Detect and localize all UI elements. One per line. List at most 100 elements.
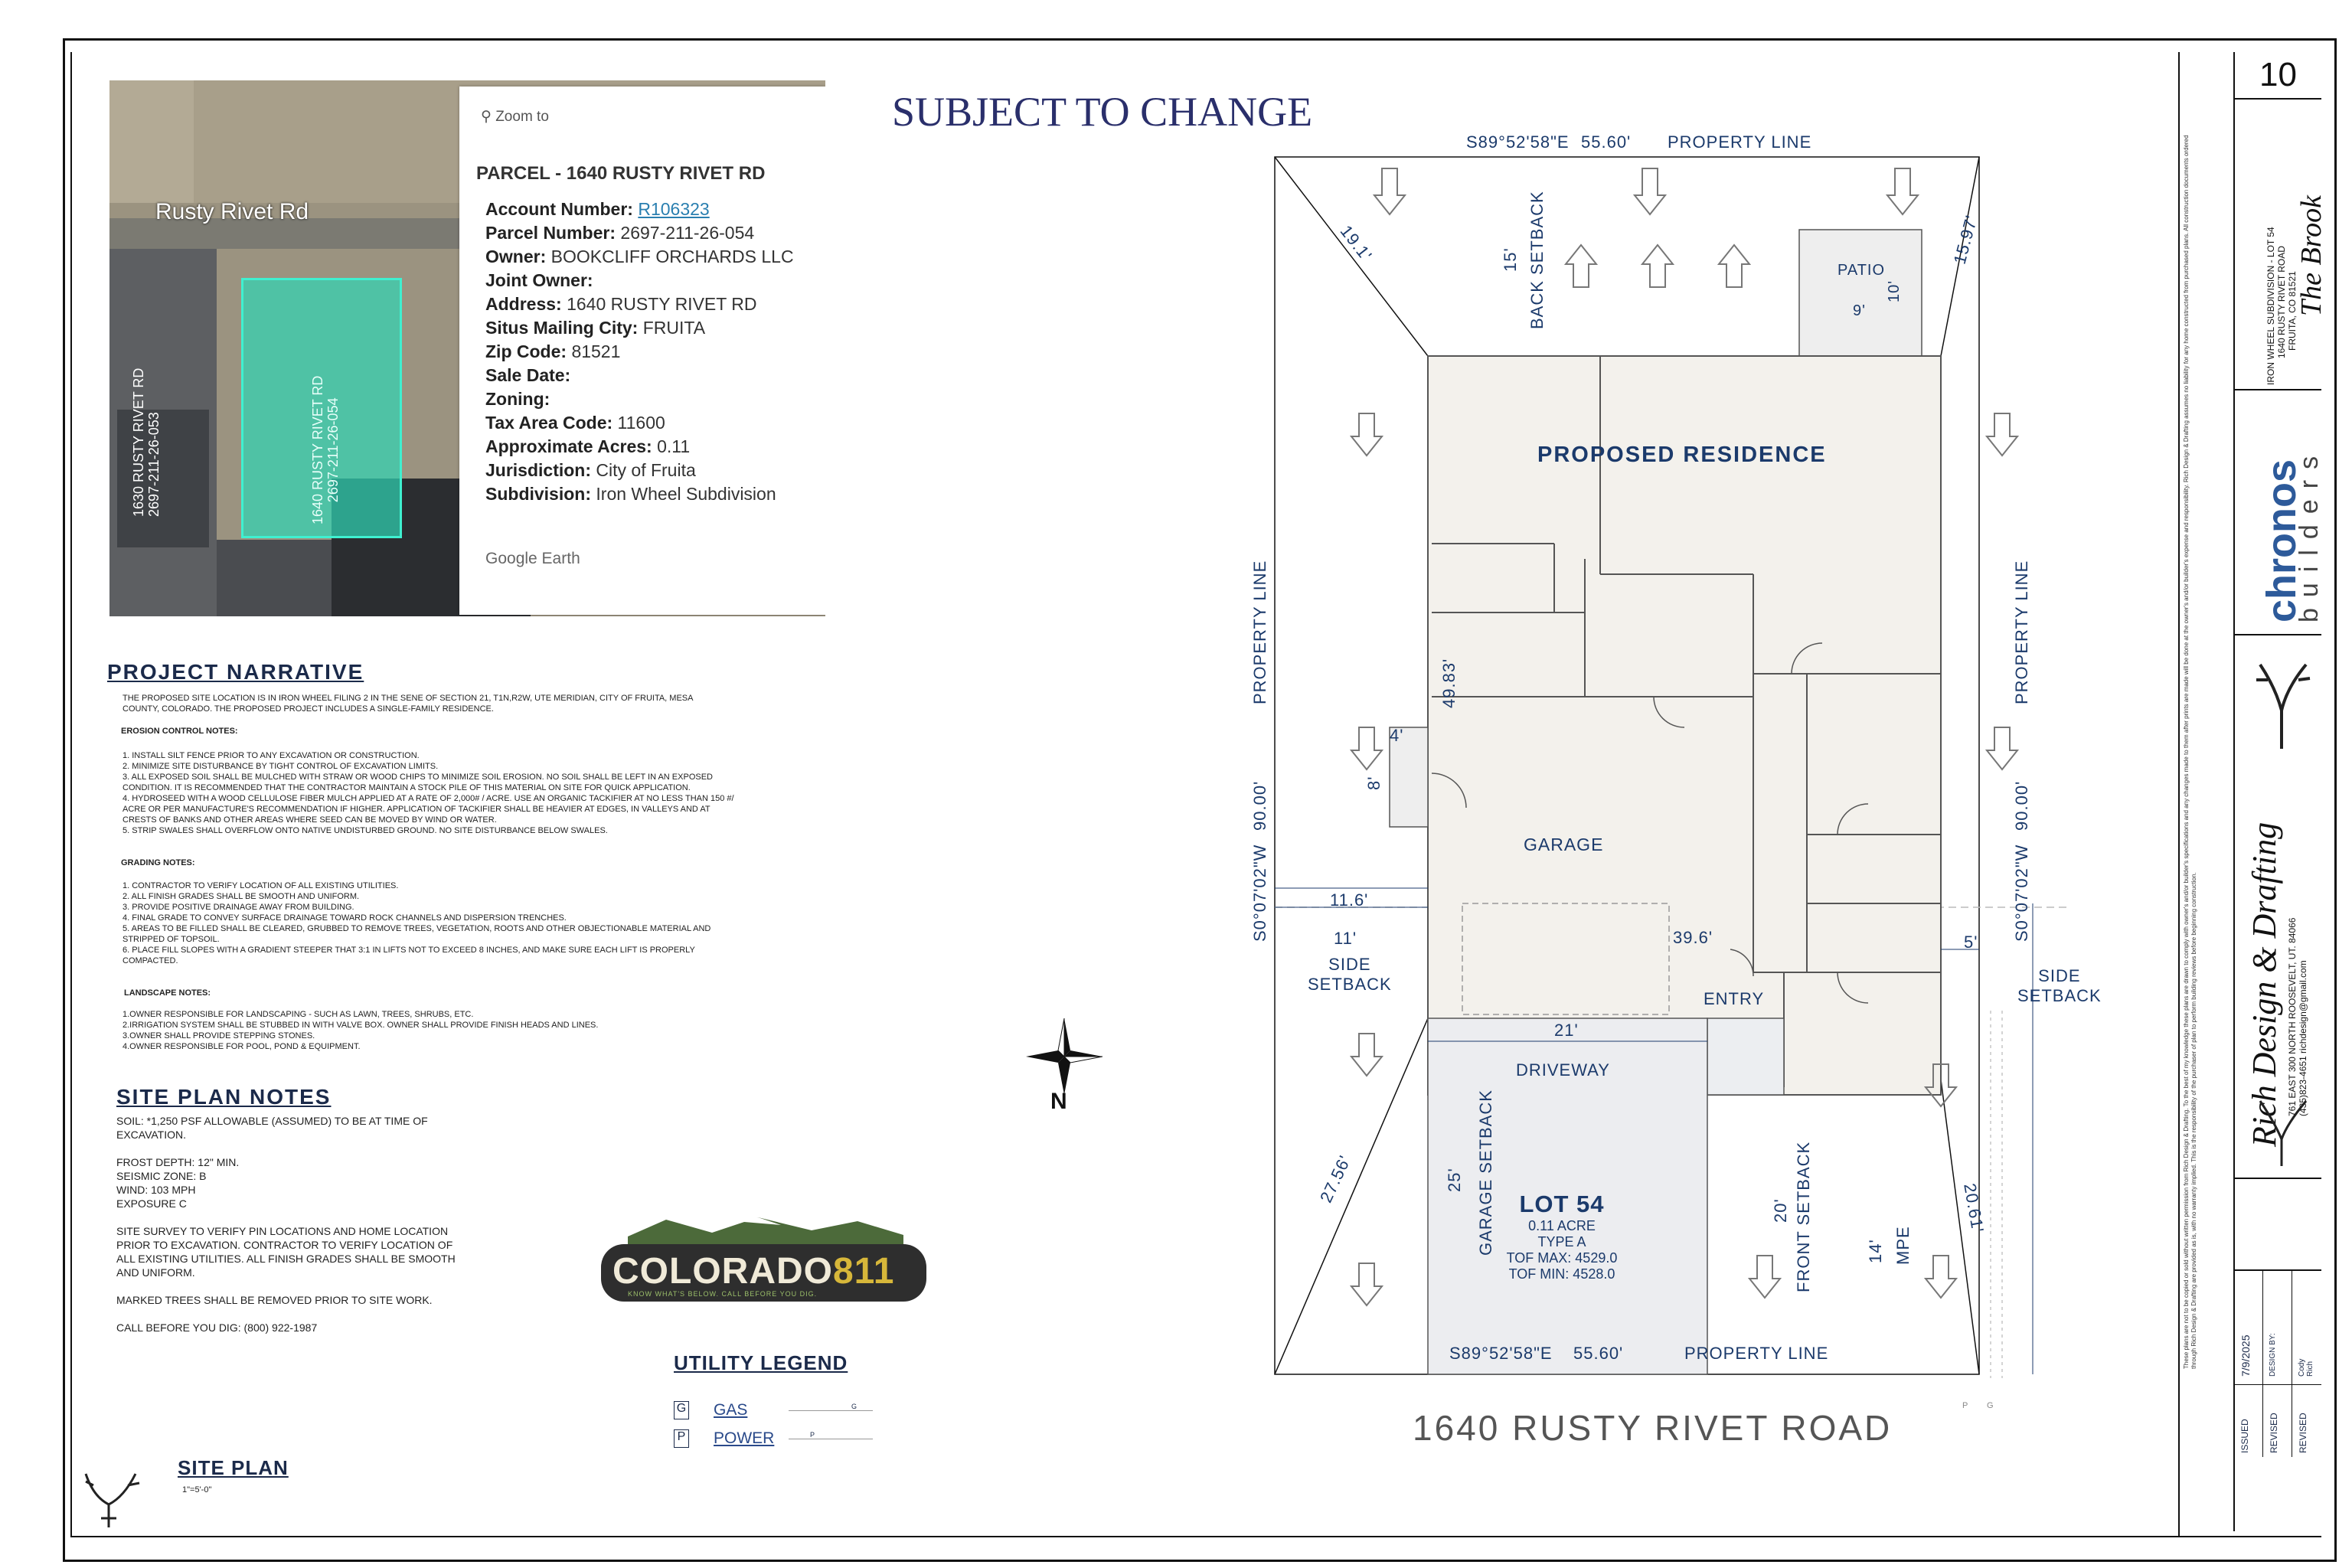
popup-row-key: Sale Date: <box>485 365 571 385</box>
subject-to-change: SUBJECT TO CHANGE <box>892 89 1313 135</box>
north-label: N <box>1050 1089 1067 1114</box>
neighbor-number-label: 2697-211-26-053 <box>146 412 162 517</box>
title-block-divider-2 <box>2233 389 2321 390</box>
zoom-to-link[interactable]: ⚲ Zoom to <box>481 108 549 126</box>
dim-21: 21' <box>1554 1021 1579 1040</box>
mpe-label: MPE <box>1893 1226 1913 1265</box>
project-city: FRUITA, CO 81521 <box>2287 271 2298 351</box>
driveway-label: DRIVEWAY <box>1516 1060 1610 1080</box>
popup-row-key: Jurisdiction: <box>485 460 592 480</box>
popup-row: Subdivision: Iron Wheel Subdivision <box>485 482 822 506</box>
dim-14: 14' <box>1866 1239 1885 1263</box>
rich-elk-bottom-icon <box>2259 1100 2308 1166</box>
popup-row: Zoning: <box>485 387 822 411</box>
popup-row-key: Tax Area Code: <box>485 413 613 433</box>
site-notes-body: SOIL: *1,250 PSF ALLOWABLE (ASSUMED) TO … <box>116 1115 456 1334</box>
sheet-border <box>63 38 2337 1562</box>
road-label: Rusty Rivet Rd <box>155 199 309 224</box>
lot-type: TYPE A <box>1537 1234 1586 1250</box>
back-setback-dim: 15' <box>1501 247 1520 272</box>
power-line-label: P <box>810 1431 815 1439</box>
dim-11: 11' <box>1334 929 1357 948</box>
left-property-line: PROPERTY LINE <box>1250 560 1269 704</box>
gas-line <box>789 1410 873 1411</box>
scale-label: 1"=5'-0" <box>182 1485 212 1494</box>
lot-acre: 0.11 ACRE <box>1528 1218 1596 1233</box>
popup-row: Jurisdiction: City of Fruita <box>485 459 822 482</box>
popup-row-value: FRUITA <box>642 318 706 338</box>
rich-elk-icon <box>2256 663 2311 749</box>
sheet-number-box: 10 <box>2233 52 2321 100</box>
bottom-bearing: S89°52'58"E <box>1449 1344 1553 1363</box>
popup-row-value: City of Fruita <box>596 460 696 480</box>
colorado-text: COLORADO <box>612 1251 833 1292</box>
landscape-notes: 1.OWNER RESPONSIBLE FOR LANDSCAPING - SU… <box>122 1010 599 1051</box>
popup-row-value: 0.11 <box>657 436 691 456</box>
neighbor-label: 1630 RUSTY RIVET RD 2697-211-26-053 <box>131 368 162 517</box>
title-block-divider-5 <box>2233 1269 2321 1271</box>
popup-row-key: Situs Mailing City: <box>485 318 639 338</box>
utility-gas-row: G GAS G <box>674 1401 873 1421</box>
title-block: 10 These plans are not to be copied or s… <box>2178 52 2328 1537</box>
top-bearing: S89°52'58"E <box>1466 132 1570 152</box>
popup-row-value: 1640 RUSTY RIVET RD <box>567 294 757 314</box>
left-length: 90.00' <box>1250 780 1269 831</box>
title-block-divider-1 <box>2233 100 2323 1531</box>
popup-row-key: Parcel Number: <box>485 223 616 243</box>
utility-legend-title: UTILITY LEGEND <box>674 1351 848 1374</box>
popup-row: Tax Area Code: 11600 <box>485 411 822 435</box>
garage-label: GARAGE <box>1524 835 1604 854</box>
popup-row: Zip Code: 81521 <box>485 340 822 364</box>
left-bearing: S0°07'02"W <box>1250 844 1269 942</box>
popup-row-key: Approximate Acres: <box>485 436 652 456</box>
parcel-address-label: 1640 RUSTY RIVET RD <box>310 375 325 524</box>
proposed-residence-label: PROPOSED RESIDENCE <box>1537 443 1827 467</box>
patio-label: PATIO <box>1838 262 1886 279</box>
popup-row-value[interactable]: R106323 <box>638 199 710 219</box>
road-title: 1640 RUSTY RIVET ROAD <box>1413 1408 1893 1448</box>
popup-title: PARCEL - 1640 RUSTY RIVET RD <box>476 163 766 184</box>
pin-p-label: P <box>1962 1401 1968 1410</box>
north-arrow-icon <box>1026 1018 1102 1095</box>
popup-row: Address: 1640 RUSTY RIVET RD <box>485 292 822 316</box>
gas-symbol: G <box>674 1401 689 1419</box>
site-notes-title: SITE PLAN NOTES <box>116 1085 332 1109</box>
lot-info: LOT 54 0.11 ACRE TYPE A TOF MAX: 4529.0 … <box>1501 1191 1623 1282</box>
zoom-to-label: Zoom to <box>495 109 549 125</box>
tof-min: TOF MIN: 4528.0 <box>1508 1266 1615 1282</box>
title-block-divider-4 <box>2233 1178 2321 1179</box>
elk-logo-icon <box>84 1473 140 1527</box>
parcel-highlight[interactable] <box>241 278 402 538</box>
popup-row: Owner: BOOKCLIFF ORCHARDS LLC <box>485 245 822 269</box>
top-length: 55.60' <box>1581 132 1632 152</box>
popup-row-key: Zoning: <box>485 389 550 409</box>
right-bearing: S0°07'02"W <box>2012 844 2031 942</box>
right-property-line: PROPERTY LINE <box>2012 560 2031 704</box>
google-earth-link[interactable]: Google Earth <box>485 550 580 567</box>
issue-table: ISSUED 7/9/2025 REVISED REVISED DESIGN B… <box>2233 1269 2321 1457</box>
dim-25: 25' <box>1445 1168 1464 1192</box>
power-symbol: P <box>674 1429 689 1448</box>
dim-39-6: 39.6' <box>1673 928 1713 947</box>
gas-line-label: G <box>851 1403 858 1410</box>
dim-49-83: 49.83' <box>1439 658 1459 708</box>
popup-row-value: 11600 <box>617 413 665 433</box>
sheet-number: 10 <box>2259 56 2297 93</box>
rich-design-address: 761 EAST 300 NORTH ROOSEVELT, UT. 84066 <box>2287 917 2298 1116</box>
parcel-popup: ⚲ Zoom to PARCEL - 1640 RUSTY RIVET RD A… <box>459 87 825 615</box>
lot-number: LOT 54 <box>1519 1191 1605 1217</box>
erosion-title: EROSION CONTROL NOTES: <box>121 727 238 736</box>
issued-date: 7/9/2025 <box>2239 1334 2252 1377</box>
811-number: 811 <box>832 1251 895 1292</box>
sheet-inner-border <box>70 52 2321 1537</box>
top-property-line: PROPERTY LINE <box>1668 132 1812 152</box>
popup-row: Account Number: R106323 <box>485 198 822 221</box>
popup-row-key: Owner: <box>485 247 547 266</box>
entry-label: ENTRY <box>1704 989 1765 1008</box>
site-plan-drawing <box>1274 156 2067 1378</box>
parcel-label: 1640 RUSTY RIVET RD 2697-211-26-054 <box>310 376 341 524</box>
side-setback-right: SIDE SETBACK <box>2017 966 2102 1005</box>
power-label: POWER <box>714 1429 775 1447</box>
pin-g-label: G <box>1987 1401 1994 1410</box>
